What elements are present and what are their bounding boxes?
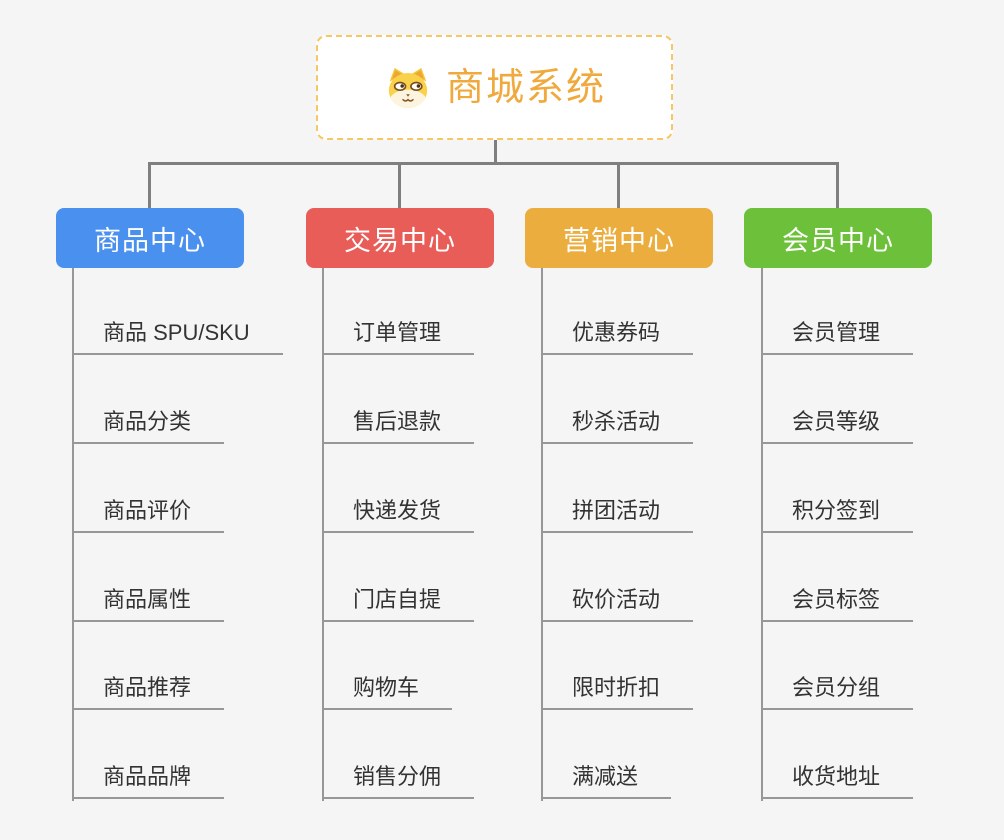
branch-node-member-center[interactable]: 会员中心 [744,208,932,268]
shiba-dog-icon [388,67,428,108]
root-title: 商城系统 [445,66,606,109]
leaf-item[interactable]: 商品 SPU/SKU [73,320,283,355]
branch-trunk-member [761,268,763,801]
connector-root-stem [494,140,497,164]
connector-bus [148,162,839,165]
leaf-item[interactable]: 订单管理 [323,320,475,355]
branch-trunk-trade [322,268,324,801]
branch-node-marketing-center[interactable]: 营销中心 [525,208,713,268]
branch-label: 交易中心 [344,225,456,256]
connector-drop-trade [398,163,401,209]
leaf-item[interactable]: 会员等级 [762,409,914,444]
leaf-item[interactable]: 会员标签 [762,587,914,622]
leaf-item[interactable]: 销售分佣 [323,764,475,799]
leaf-item[interactable]: 会员分组 [762,675,914,710]
leaf-item[interactable]: 商品分类 [73,409,225,444]
leaf-item[interactable]: 售后退款 [323,409,475,444]
leaf-item[interactable]: 限时折扣 [542,675,694,710]
leaf-item[interactable]: 商品属性 [73,587,225,622]
leaf-item[interactable]: 购物车 [323,675,453,710]
branch-node-product-center[interactable]: 商品中心 [56,208,244,268]
branch-label: 商品中心 [94,225,206,256]
leaf-item[interactable]: 收货地址 [762,764,914,799]
leaf-item[interactable]: 优惠券码 [542,320,694,355]
connector-drop-member [836,163,839,209]
leaf-item[interactable]: 门店自提 [323,587,475,622]
branch-trunk-marketing [541,268,543,801]
branch-trunk-product [72,268,74,801]
leaf-item[interactable]: 商品评价 [73,498,225,533]
connector-drop-marketing [617,163,620,209]
leaf-item[interactable]: 秒杀活动 [542,409,694,444]
leaf-item[interactable]: 拼团活动 [542,498,694,533]
leaf-item[interactable]: 会员管理 [762,320,914,355]
branch-node-trade-center[interactable]: 交易中心 [306,208,494,268]
leaf-item[interactable]: 快递发货 [323,498,475,533]
branch-label: 会员中心 [782,225,894,256]
connector-drop-product [148,163,151,209]
leaf-item[interactable]: 积分签到 [762,498,914,533]
leaf-item[interactable]: 满减送 [542,764,672,799]
leaf-item[interactable]: 商品品牌 [73,764,225,799]
leaf-item[interactable]: 商品推荐 [73,675,225,710]
root-node[interactable]: 商城系统 [316,35,673,140]
branch-label: 营销中心 [563,225,675,256]
leaf-item[interactable]: 砍价活动 [542,587,694,622]
